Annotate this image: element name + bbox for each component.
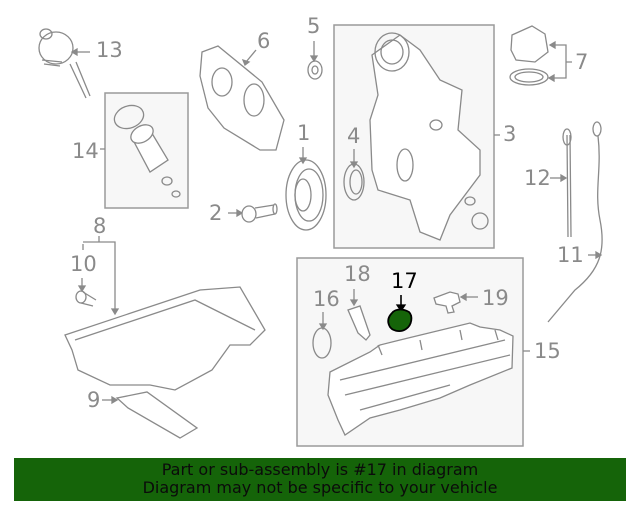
callout-9[interactable]: 9: [87, 388, 101, 412]
callout-4[interactable]: 4: [347, 124, 361, 148]
callout-10[interactable]: 10: [70, 252, 97, 276]
callout-6[interactable]: 6: [257, 29, 271, 53]
part-15-intake-manifold[interactable]: [327, 322, 530, 436]
callout-5[interactable]: 5: [307, 14, 321, 38]
part-7-filler-cap[interactable]: [509, 25, 572, 86]
callout-3[interactable]: 3: [503, 122, 517, 146]
part-16-o-ring[interactable]: [312, 312, 332, 359]
part-10-drain-plug[interactable]: [75, 278, 97, 307]
part-1-pulley[interactable]: [285, 147, 327, 231]
callout-8[interactable]: 8: [93, 214, 107, 238]
part-13-filter-housing[interactable]: [38, 28, 91, 99]
banner-line-disclaimer: Diagram may not be specific to your vehi…: [142, 478, 498, 497]
callout-19[interactable]: 19: [482, 286, 509, 310]
part-18-sensor[interactable]: [347, 289, 371, 341]
callout-1[interactable]: 1: [297, 121, 311, 145]
callout-11[interactable]: 11: [557, 243, 584, 267]
part-19-sensor[interactable]: [433, 291, 478, 314]
info-banner: Part or sub-assembly is #17 in diagram D…: [14, 458, 626, 501]
callout-18[interactable]: 18: [344, 262, 371, 286]
part-4-seal[interactable]: [343, 149, 365, 201]
callout-2[interactable]: 2: [209, 201, 223, 225]
callout-17-highlighted[interactable]: 17: [391, 269, 418, 293]
callout-12[interactable]: 12: [524, 166, 551, 190]
part-3-timing-cover[interactable]: [369, 32, 500, 241]
part-8-oil-pan[interactable]: [64, 236, 266, 391]
part-17-gasket-highlighted[interactable]: [387, 295, 413, 332]
part-9-pan-lower[interactable]: [102, 391, 199, 439]
banner-line-part: Part or sub-assembly is #17 in diagram: [161, 460, 479, 479]
part-6-cover-plate[interactable]: [199, 45, 285, 151]
part-2-bolt[interactable]: [228, 203, 278, 223]
callout-15[interactable]: 15: [534, 339, 561, 363]
part-14-filter-kit[interactable]: [100, 102, 181, 198]
callout-13[interactable]: 13: [96, 38, 123, 62]
callout-14[interactable]: 14: [72, 139, 99, 163]
part-12-dipstick[interactable]: [550, 128, 572, 238]
callout-7[interactable]: 7: [575, 50, 589, 74]
part-5-seal[interactable]: [307, 41, 323, 80]
callout-16[interactable]: 16: [313, 287, 340, 311]
part-11-dipstick-tube[interactable]: [547, 121, 603, 323]
